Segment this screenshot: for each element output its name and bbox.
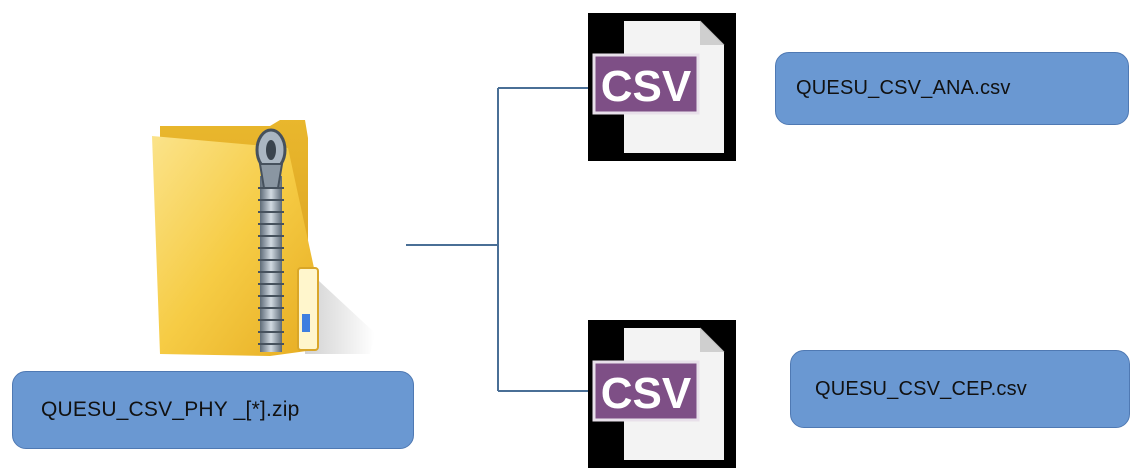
zip-folder-icon [120,118,382,358]
csv-ana-label: QUESU_CSV_ANA.csv [775,52,1129,125]
csv-file-icon: CSV [588,13,736,161]
csv-ana-file-name: QUESU_CSV_ANA.csv [796,77,1011,99]
connector-lines [406,87,590,392]
csv-icon-text: CSV [601,62,692,111]
zip-file-label: QUESU_CSV_PHY _[*].zip [12,371,414,449]
csv-icon-text: CSV [601,369,692,418]
csv-cep-label: QUESU_CSV_CEP.csv [790,350,1130,428]
zip-file-name: QUESU_CSV_PHY _[*].zip [41,398,300,421]
csv-cep-file-name: QUESU_CSV_CEP.csv [815,377,1027,400]
csv-file-icon: CSV [588,320,736,468]
